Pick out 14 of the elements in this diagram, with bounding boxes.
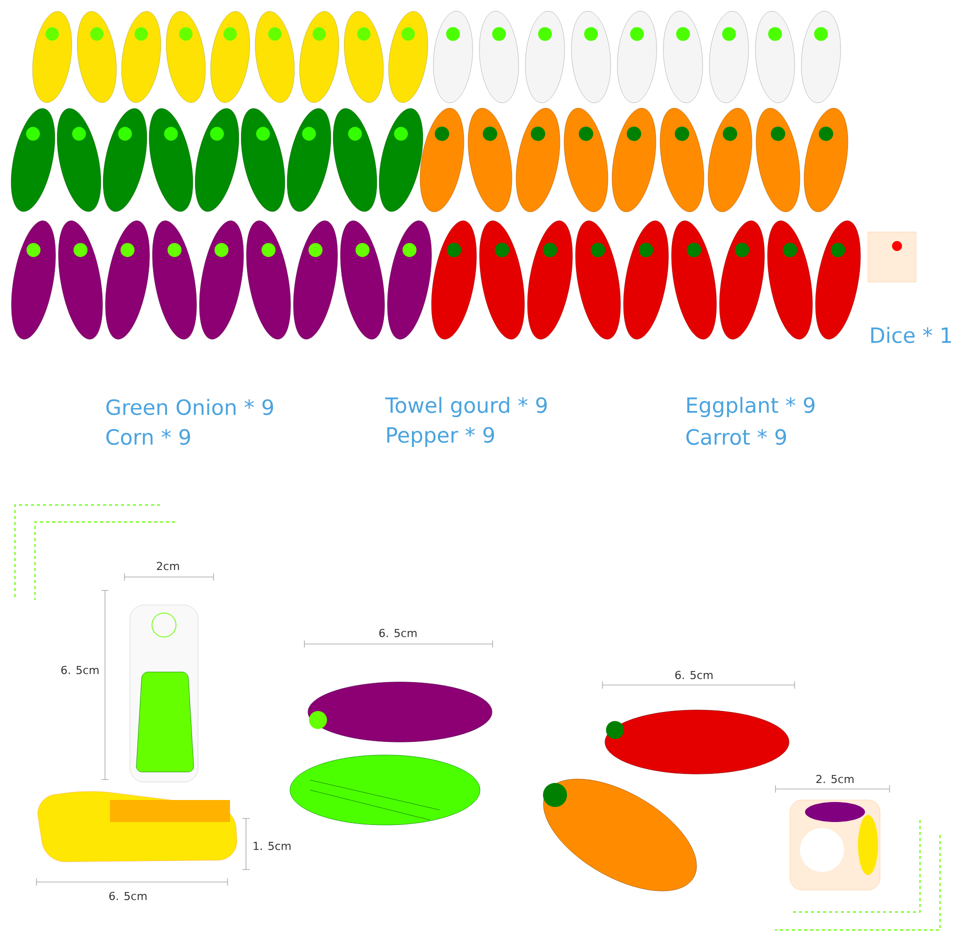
item-count-label: Dice * 1 (871, 326, 951, 344)
dimension-label: 2cm (156, 562, 179, 570)
item-count-label: Pepper * 9 (387, 427, 494, 447)
item-count-label: Carrot * 9 (686, 429, 786, 445)
dimension-label: 6. 5cm (379, 628, 416, 638)
dimension-label: 6. 5cm (109, 892, 146, 900)
dimension-label: 2. 5cm (816, 774, 854, 784)
item-count-label: Towel gourd * 9 (385, 396, 547, 418)
item-count-label: Green Onion * 9 (106, 398, 274, 416)
item-count-label: Corn * 9 (106, 429, 190, 445)
dimension-label: 1. 5cm (254, 842, 290, 850)
dimension-label: 6. 5cm (61, 666, 98, 674)
item-count-label: Eggplant * 9 (687, 396, 814, 418)
dimension-label: 6. 5cm (675, 670, 712, 680)
